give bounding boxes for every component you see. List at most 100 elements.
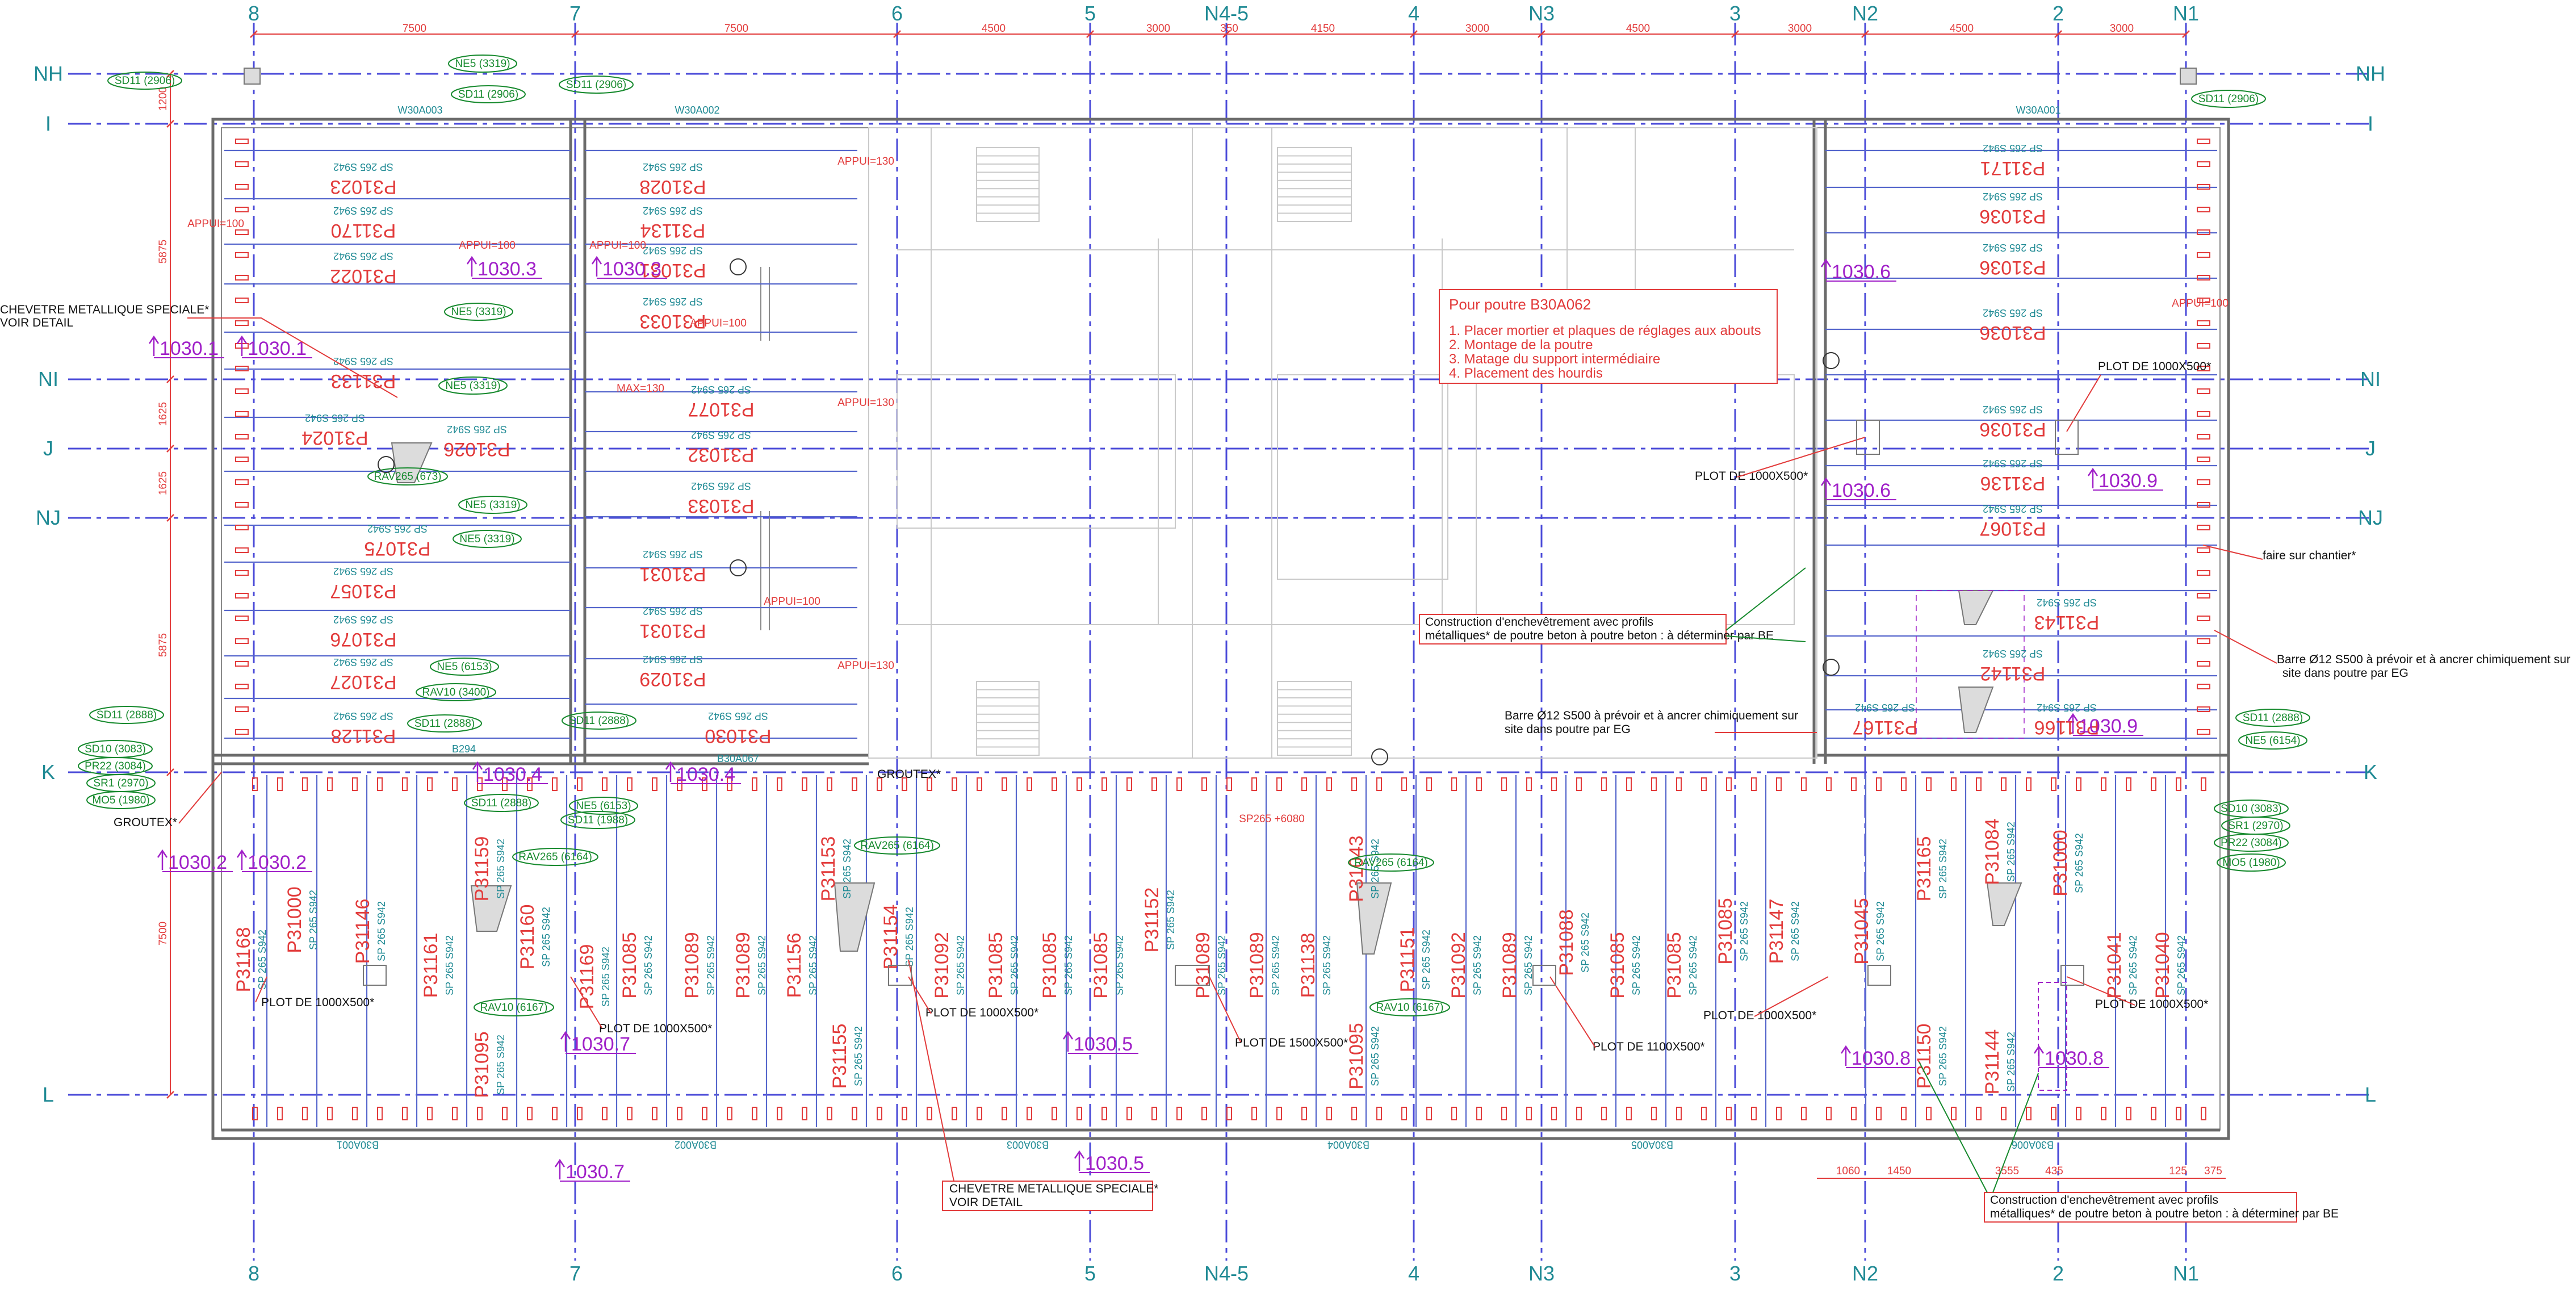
level-label: 1030.9 [2099,470,2158,492]
anchor-tag: SD11 (2906) [115,75,175,87]
support-tick [235,661,249,667]
support-tick [235,479,249,485]
anchor-tag: MO5 (1980) [92,794,149,806]
anchor-tag: SD11 (2906) [458,89,518,101]
support-tick [1701,777,1707,791]
left-dim: 1625 [157,402,169,426]
support-tick [277,777,283,791]
slab-label: P31153 [818,836,839,902]
support-tick [1701,1107,1707,1120]
tag-bubble [430,658,499,676]
support-tick [235,502,249,508]
support-tick [1901,777,1907,791]
beam-note-step-1: 1. Placer mortier et plaques de réglages… [1449,323,1761,338]
level-arrow [236,849,248,870]
support-tick [877,1107,882,1120]
anchor-tag: SD11 (2888) [471,797,531,809]
top-dim: 3000 [1146,23,1170,35]
support-tick [1576,777,1582,791]
support-tick [1251,777,1257,791]
support-tick [627,777,633,791]
slab-spec: SP 265 S942 [1165,890,1176,950]
support-tick [1176,777,1182,791]
slab-label: P31089 [732,932,754,998]
axis-label-top-6: 6 [891,2,903,25]
slab-spec: SP 265 S942 [376,901,387,961]
tag-bubble [2214,834,2289,852]
axis-label-top-7: 7 [569,2,581,25]
slab-spec: SP 265 S942 [1114,935,1125,995]
support-tick [2076,1107,2081,1120]
support-tick [1002,777,1007,791]
tag-bubble [444,303,513,321]
level-label: 1030.4 [483,764,542,785]
tag-bubble [86,791,156,809]
support-tick [252,1107,258,1120]
support-tick [2197,366,2210,371]
support-tick [2197,275,2210,281]
tag-bubble [367,467,448,486]
anchor-tag: NE5 (3319) [465,499,520,511]
anchor-tag: SD11 (2906) [566,79,626,91]
support-tick [2176,777,2181,791]
bottom-dim: 3555 [1995,1165,2019,1177]
anchor-tag: RAV10 (6167) [1376,1002,1444,1014]
left-dim: 1625 [157,471,169,495]
support-tick [1052,1107,1057,1120]
support-tick [2197,616,2210,621]
anchor-tag: SD11 (2888) [414,718,475,730]
slab-label: P31143 [2034,612,2100,633]
slab-spec: SP 265 S942 [691,384,751,395]
anchor-tag: NE5 (3319) [451,306,506,318]
slab-label: P31045 [1851,898,1873,964]
support-tick [2051,777,2056,791]
slab-label: P31134 [640,220,706,241]
support-tick [1101,1107,1107,1120]
support-tick [602,777,608,791]
slab-spec: SP 265 S942 [1321,935,1333,995]
slab-spec: SP 265 S942 [643,549,703,560]
support-tick [2197,343,2210,349]
support-tick [277,1107,283,1120]
anchor-tag: RAV265 (6164) [518,851,592,863]
support-label: APPUI=100 [690,317,747,329]
top-dim: 7500 [724,23,748,35]
slab-spec: SP 265 S942 [495,1035,506,1095]
support-tick [2197,320,2210,326]
slab-label: P31085 [985,932,1007,998]
plot-label: PLOT DE 1000X500* [261,996,374,1009]
slab-spec: SP 265 S942 [1855,702,1915,713]
level-label: 1030.9 [2079,715,2138,737]
tag-bubble [1369,998,1450,1016]
slab-label: P31089 [1246,932,1268,998]
level-label: 1030.1 [160,338,219,359]
support-tick [302,777,308,791]
left-dim: 1200 [157,87,169,111]
tag-bubble [2238,731,2307,750]
support-tick [235,525,249,530]
axis-label-right-K: K [2364,760,2377,784]
tag-bubble [407,714,482,733]
support-tick [235,298,249,303]
slab-spec: SP 265 S942 [1580,913,1591,973]
support-tick [2197,593,2210,599]
slab-label: P31023 [330,176,396,198]
slab-label: P31028 [639,176,706,198]
slab-label: P31169 [576,944,598,1010]
support-tick [1426,777,1432,791]
tag-bubble [569,797,638,815]
support-tick [2197,184,2210,190]
support-tick [1676,777,1682,791]
support-tick [752,777,757,791]
support-tick [2076,777,2081,791]
support-tick [2101,1107,2106,1120]
support-tick [1476,1107,1482,1120]
support-tick [235,684,249,689]
bottom-dim: 1450 [1887,1165,1911,1177]
level-arrow [157,849,168,870]
support-tick [1526,1107,1532,1120]
level-arrow [1840,1045,1852,1066]
slab-spec: SP 265 S942 [541,907,552,967]
support-tick [1626,1107,1632,1120]
support-tick [952,1107,957,1120]
